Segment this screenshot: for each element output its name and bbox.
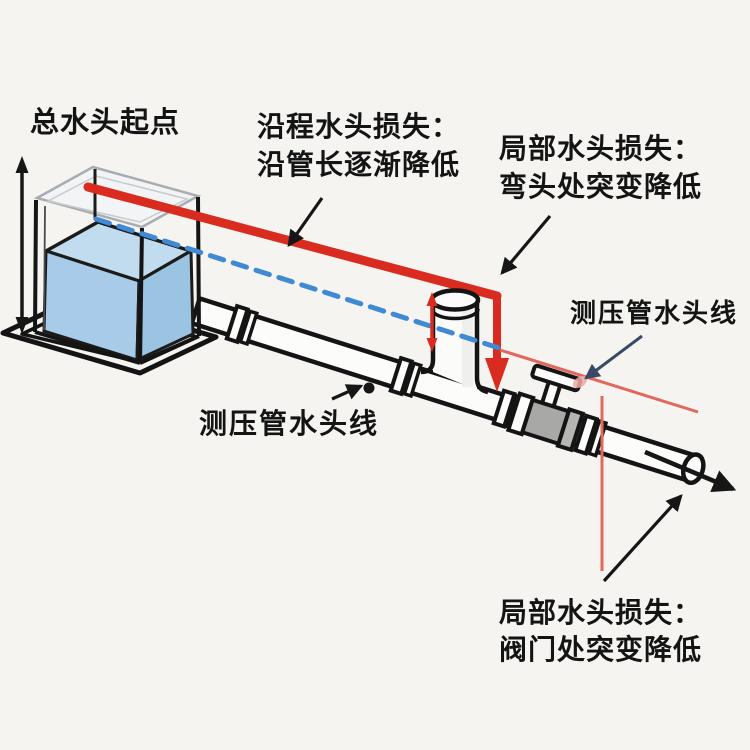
piezo-left-pointer-arrow	[331, 384, 364, 401]
friction-loss-pointer-arrow	[287, 197, 324, 248]
gate-valve	[505, 363, 586, 453]
pipe-tap-dot	[363, 382, 375, 394]
piezometer-standpipe	[420, 288, 489, 395]
label-piezometric-line-left: 测压管水头线	[199, 408, 380, 439]
label-valve-loss: 局部水头损失： 阀门处突变降低	[499, 597, 703, 665]
label-total-head-start: 总水头起点	[30, 107, 181, 139]
label-elbow-loss: 局部水头损失： 弯头处突变降低	[499, 133, 703, 202]
head-difference-arrow	[426, 292, 438, 352]
piezo-right-pointer-arrow	[572, 334, 643, 389]
label-piezometric-line-right: 测压管水头线	[570, 298, 739, 328]
valve-loss-pointer-arrow	[602, 494, 683, 583]
standpipe-mouth	[429, 288, 481, 312]
elbow-loss-pointer-arrow	[500, 214, 552, 275]
piezometric-head-dashed-line	[93, 216, 502, 351]
piezometric-head-thin-line	[499, 348, 699, 414]
flow-direction-arrow	[644, 449, 737, 493]
pipe-collar-1	[224, 303, 259, 347]
label-friction-loss: 沿程水头损失： 沿管长逐渐降低	[257, 111, 461, 180]
pipe-collar-2	[388, 355, 423, 399]
head-measure-arrow	[15, 156, 29, 334]
elbow-drop-arrow	[485, 298, 509, 392]
